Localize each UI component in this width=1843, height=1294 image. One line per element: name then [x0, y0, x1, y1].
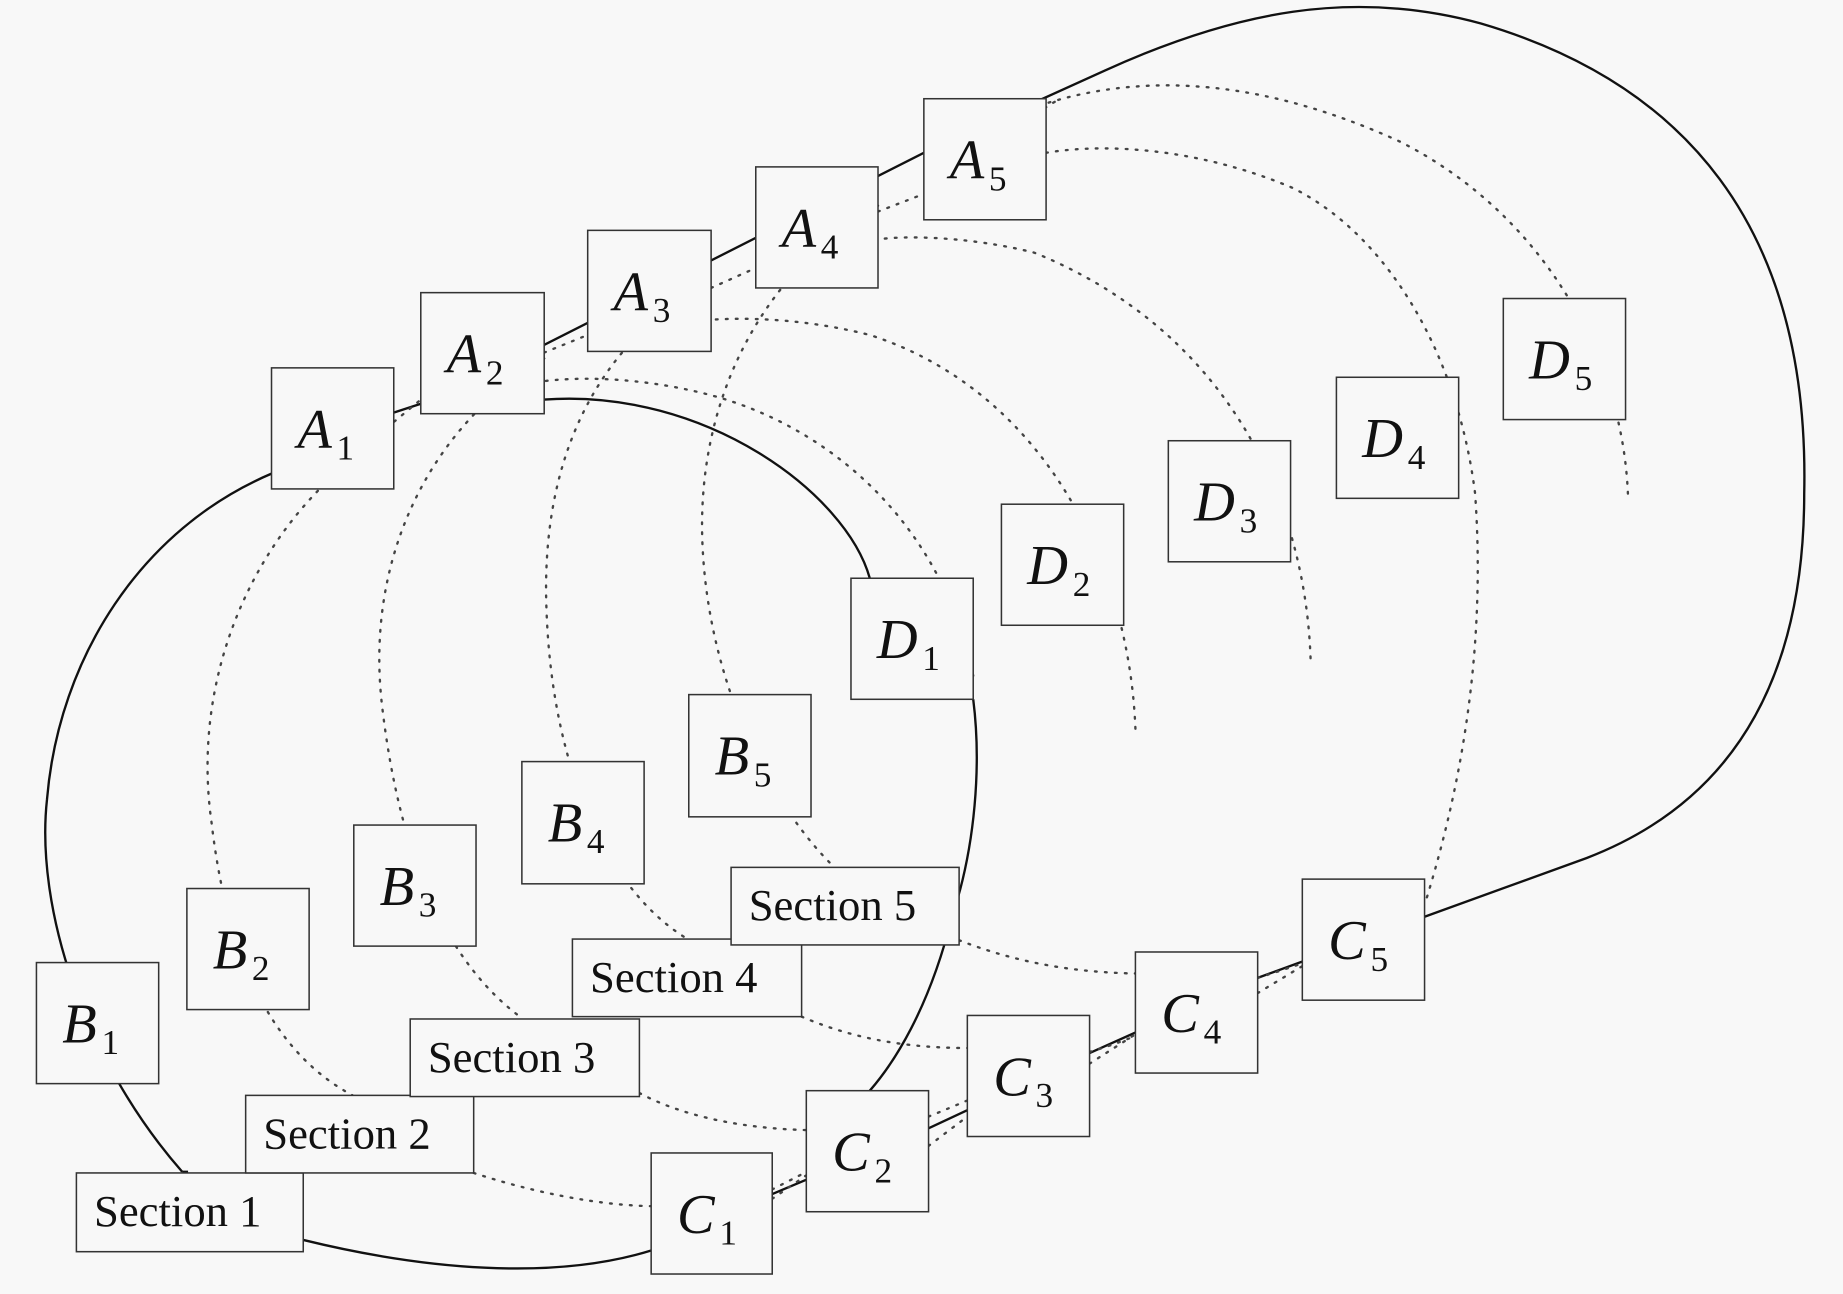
svg-text:Section 2: Section 2: [263, 1108, 430, 1158]
svg-text:A2: A2: [443, 324, 504, 393]
section4-curve: [544, 236, 1312, 1054]
section-curves: [206, 84, 1630, 1208]
c-chain-curve: [771, 964, 1304, 1200]
section2-curve: [206, 377, 975, 1208]
svg-text:Section 3: Section 3: [428, 1032, 595, 1082]
section-label-2: Section 2: [244, 1094, 475, 1174]
svg-text:B3: B3: [380, 856, 437, 925]
svg-text:D5: D5: [1528, 329, 1592, 398]
svg-text:B4: B4: [548, 793, 605, 862]
svg-text:Section 5: Section 5: [749, 880, 916, 930]
section-label-3: Section 3: [409, 1018, 641, 1098]
svg-text:D4: D4: [1361, 408, 1425, 477]
svg-text:A4: A4: [778, 198, 839, 267]
svg-text:A1: A1: [293, 399, 354, 468]
svg-text:Section 4: Section 4: [590, 952, 757, 1002]
svg-text:D1: D1: [876, 609, 940, 678]
svg-text:C2: C2: [832, 1122, 892, 1191]
section-label-1: Section 1: [75, 1172, 305, 1253]
section5-curve: [700, 84, 1630, 980]
svg-text:C3: C3: [993, 1046, 1053, 1115]
svg-text:B5: B5: [715, 726, 772, 795]
section-label-4: Section 4: [571, 938, 803, 1018]
svg-text:D3: D3: [1193, 472, 1257, 541]
svg-text:B1: B1: [62, 993, 119, 1062]
section-labels: Section 1 Section 2 Section 3 Section 4 …: [75, 866, 960, 1253]
section5-top-curve: [1044, 147, 1479, 907]
svg-text:C5: C5: [1328, 910, 1388, 979]
svg-text:C1: C1: [677, 1184, 737, 1253]
section-label-5: Section 5: [730, 866, 960, 946]
section3-curve: [378, 317, 1137, 1132]
svg-text:B2: B2: [213, 919, 270, 988]
svg-text:C4: C4: [1161, 983, 1221, 1052]
svg-text:A3: A3: [610, 261, 671, 330]
svg-text:D2: D2: [1026, 535, 1090, 604]
svg-text:Section 1: Section 1: [94, 1186, 261, 1236]
svg-text:A5: A5: [946, 130, 1007, 199]
